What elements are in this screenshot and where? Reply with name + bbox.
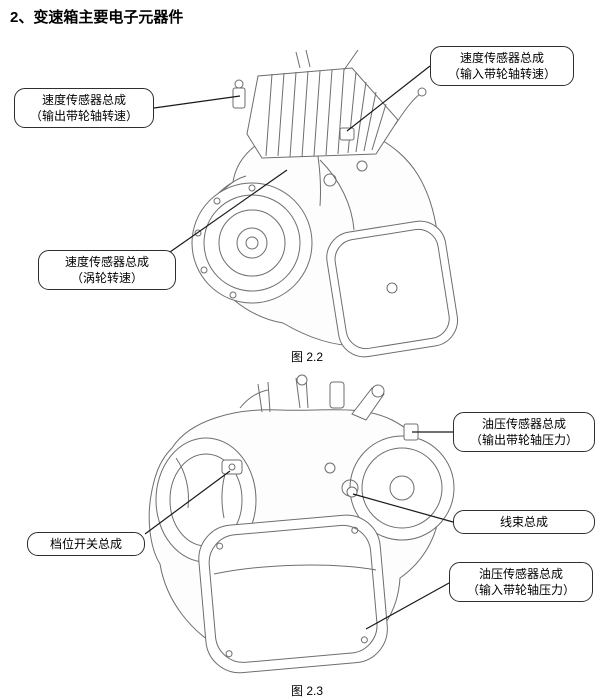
leader-lines bbox=[153, 65, 431, 253]
leader-line-turbine-speed bbox=[169, 169, 288, 253]
callout-line: （输入带轮轴压力） bbox=[466, 583, 575, 597]
callout-gear-position-switch: 档位开关总成 bbox=[27, 532, 145, 556]
transmission-illustration-top bbox=[153, 49, 459, 358]
leader-line-gear-switch bbox=[144, 470, 231, 535]
leader-lines bbox=[144, 431, 454, 630]
leader-line-input-speed bbox=[346, 65, 431, 132]
callout-line: 速度传感器总成 bbox=[459, 51, 544, 65]
callout-line: （涡轮转速） bbox=[70, 271, 143, 285]
section-heading: 2、变速箱主要电子元器件 bbox=[10, 9, 184, 26]
leader-line-harness bbox=[352, 493, 454, 523]
figure-2-2: 速度传感器总成 （输入带轮轴转速） 速度传感器总成 （输出带轮轴转速） 速度传感… bbox=[0, 30, 614, 368]
transmission-art bbox=[148, 374, 455, 674]
figure-caption: 图 2.3 bbox=[290, 684, 324, 698]
callout-line: （输出带轮轴转速） bbox=[29, 109, 138, 123]
callout-line: 速度传感器总成 bbox=[41, 93, 126, 107]
callout-wiring-harness: 线束总成 bbox=[453, 510, 595, 534]
transmission-illustration-bottom bbox=[144, 374, 455, 674]
leader-line-input-pressure bbox=[365, 582, 450, 630]
callout-line: 油压传感器总成 bbox=[478, 567, 563, 581]
figure-2-3: 油压传感器总成 （输出带轮轴压力） 线束总成 油压传感器总成 （输入带轮轴压力）… bbox=[0, 368, 614, 700]
callout-speed-sensor-output-pulley: 速度传感器总成 （输出带轮轴转速） bbox=[14, 88, 154, 128]
callout-line: 档位开关总成 bbox=[49, 537, 122, 551]
callout-pressure-sensor-output-pulley: 油压传感器总成 （输出带轮轴压力） bbox=[453, 412, 595, 452]
callout-line: 线束总成 bbox=[499, 515, 548, 529]
transmission-art bbox=[191, 49, 459, 358]
callout-line: 速度传感器总成 bbox=[64, 255, 149, 269]
callout-pressure-sensor-input-pulley: 油压传感器总成 （输入带轮轴压力） bbox=[449, 562, 593, 602]
callout-line: 油压传感器总成 bbox=[481, 417, 566, 431]
callout-speed-sensor-input-pulley: 速度传感器总成 （输入带轮轴转速） bbox=[430, 46, 574, 86]
callout-speed-sensor-turbine: 速度传感器总成 （涡轮转速） bbox=[38, 250, 176, 290]
figure-caption: 图 2.2 bbox=[290, 350, 324, 364]
leader-line-output-speed bbox=[153, 95, 241, 109]
callout-line: （输入带轮轴转速） bbox=[447, 67, 556, 81]
callout-line: （输出带轮轴压力） bbox=[469, 433, 578, 447]
